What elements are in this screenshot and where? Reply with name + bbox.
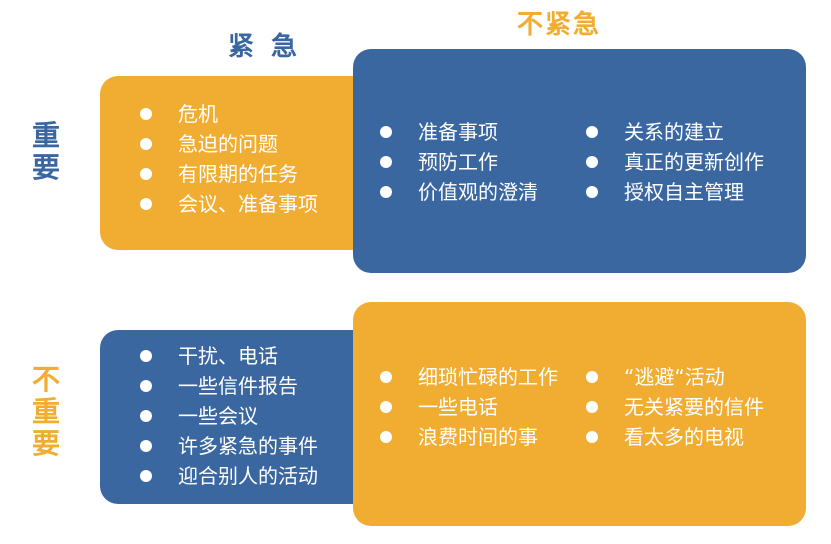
- bullet-icon: [140, 470, 152, 482]
- bullet-icon: [380, 186, 392, 198]
- list-item: 许多紧急的事件: [140, 431, 318, 461]
- list-item: 急迫的问题: [140, 129, 318, 159]
- quadrant-important-urgent: [100, 76, 400, 250]
- bullet-icon: [140, 168, 152, 180]
- bullet-icon: [380, 156, 392, 168]
- bullet-icon: [586, 126, 598, 138]
- bullet-icon: [380, 126, 392, 138]
- bullet-icon: [586, 371, 598, 383]
- list-item: 会议、准备事项: [140, 189, 318, 219]
- list-not-important-not-urgent-left: 细琐忙碌的工作 一些电话 浪费时间的事: [380, 362, 558, 452]
- list-important-not-urgent-left: 准备事项 预防工作 价值观的澄清: [380, 117, 538, 207]
- list-not-important-not-urgent-right: “逃避“活动 无关紧要的信件 看太多的电视: [586, 362, 764, 452]
- bullet-icon: [140, 350, 152, 362]
- bullet-icon: [586, 431, 598, 443]
- list-item: 看太多的电视: [586, 422, 764, 452]
- list-item: 迎合别人的活动: [140, 461, 318, 491]
- list-item: 一些信件报告: [140, 371, 318, 401]
- bullet-icon: [380, 401, 392, 413]
- header-not-urgent: 不紧急: [517, 10, 602, 40]
- bullet-icon: [140, 108, 152, 120]
- list-item: 真正的更新创作: [586, 147, 764, 177]
- bullet-icon: [140, 380, 152, 392]
- quadrant-important-not-urgent: [353, 49, 806, 273]
- bullet-icon: [140, 138, 152, 150]
- header-urgent: 紧 急: [228, 32, 302, 62]
- bullet-icon: [586, 156, 598, 168]
- bullet-icon: [140, 440, 152, 452]
- bullet-icon: [380, 371, 392, 383]
- list-item: 一些电话: [380, 392, 558, 422]
- list-item: 价值观的澄清: [380, 177, 538, 207]
- label-not-important: 不 重 要: [31, 363, 60, 460]
- list-item: “逃避“活动: [586, 362, 764, 392]
- list-item: 一些会议: [140, 401, 318, 431]
- list-item: 准备事项: [380, 117, 538, 147]
- list-item: 干扰、电话: [140, 341, 318, 371]
- bullet-icon: [140, 198, 152, 210]
- list-important-urgent: 危机 急迫的问题 有限期的任务 会议、准备事项: [140, 99, 318, 219]
- list-not-important-urgent: 干扰、电话 一些信件报告 一些会议 许多紧急的事件 迎合别人的活动: [140, 341, 318, 491]
- label-important: 重 要: [31, 119, 60, 184]
- bullet-icon: [380, 431, 392, 443]
- list-item: 有限期的任务: [140, 159, 318, 189]
- list-item: 浪费时间的事: [380, 422, 558, 452]
- list-item: 无关紧要的信件: [586, 392, 764, 422]
- list-item: 关系的建立: [586, 117, 764, 147]
- list-important-not-urgent-right: 关系的建立 真正的更新创作 授权自主管理: [586, 117, 764, 207]
- list-item: 危机: [140, 99, 318, 129]
- quadrant-not-important-not-urgent: [353, 302, 806, 526]
- bullet-icon: [586, 401, 598, 413]
- list-item: 预防工作: [380, 147, 538, 177]
- bullet-icon: [586, 186, 598, 198]
- list-item: 细琐忙碌的工作: [380, 362, 558, 392]
- list-item: 授权自主管理: [586, 177, 764, 207]
- bullet-icon: [140, 410, 152, 422]
